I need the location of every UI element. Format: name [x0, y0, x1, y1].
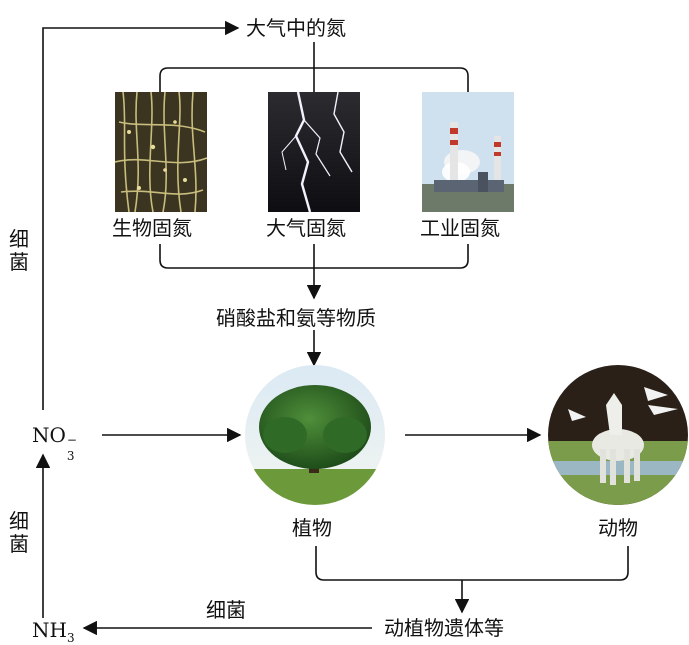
atmospheric-fixation-label: 大气固氮: [266, 216, 346, 240]
ammonia-label: NH3: [32, 618, 75, 645]
nitrate-ammonium-label: 硝酸盐和氨等物质: [216, 306, 376, 330]
horse-photo: [548, 365, 688, 505]
bacteria-label-bottom: 细菌: [206, 598, 246, 622]
industrial-plant-photo: [422, 92, 514, 212]
remains-bracket: [315, 546, 629, 581]
tree-photo: [245, 365, 385, 505]
bacteria-label-lower: 细 菌: [9, 509, 29, 556]
arrow-no3-to-atmosphere: [42, 20, 240, 410]
root-nodules-photo: [115, 92, 207, 212]
industrial-fixation-label: 工业固氮: [420, 216, 500, 240]
animals-label: 动物: [598, 516, 638, 540]
atmosphere-nitrogen-label: 大气中的氮: [246, 16, 346, 40]
lightning-photo: [268, 92, 360, 212]
biological-fixation-label: 生物固氮: [112, 216, 192, 240]
bacteria-label-upper: 细 菌: [9, 227, 29, 274]
plants-label: 植物: [292, 516, 332, 540]
nitrate-ion-label: NO−3: [32, 423, 77, 463]
remains-label: 动植物遗体等: [384, 616, 504, 640]
